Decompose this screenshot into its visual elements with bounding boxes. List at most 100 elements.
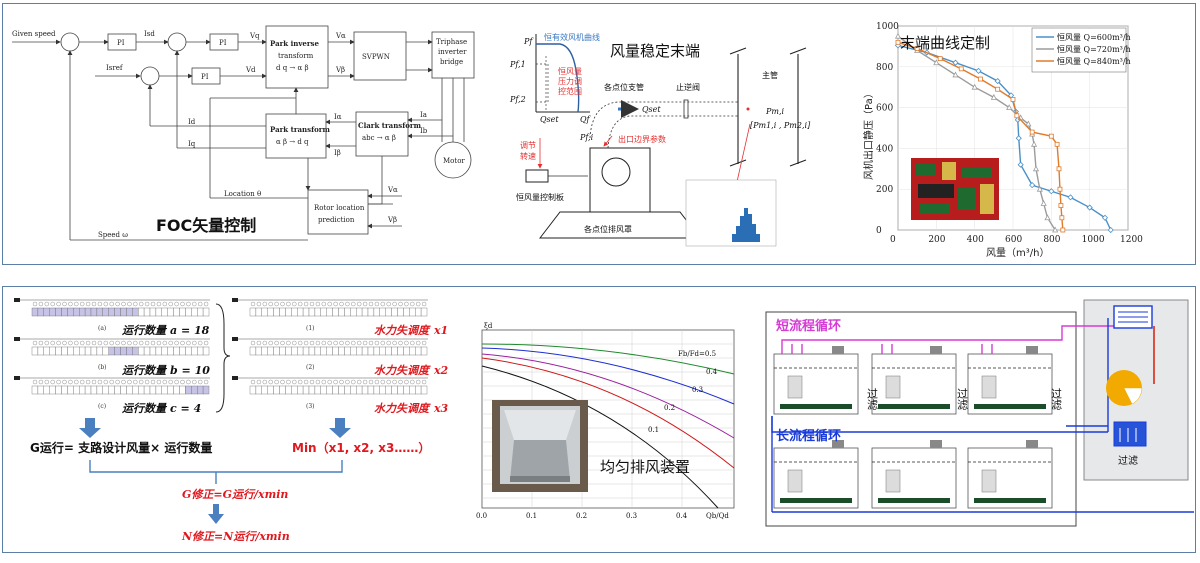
strip-valve-icon: [127, 340, 132, 346]
strip-cell: [308, 385, 316, 395]
strip-valve-icon: [327, 301, 332, 307]
strip-cell: [338, 385, 345, 395]
fan-terminal-diagram: Pf Pf,1 Pf,2 Qset Qf Pf,i Pm,i [Pm1,i , …: [509, 32, 811, 247]
strip-cell: [308, 307, 316, 317]
strip-valve-icon: [203, 340, 209, 346]
main-pipe-label: 主管: [762, 70, 778, 80]
strip-valve-icon: [368, 340, 374, 346]
strip-cell: [114, 385, 121, 395]
strip-cell: [320, 385, 327, 395]
strip-valve-icon: [262, 379, 268, 385]
strip-cell: [49, 307, 56, 317]
strip-valve-icon: [138, 379, 144, 385]
strip-valve-icon: [162, 379, 168, 385]
exhaust-title: 均匀排风装置: [600, 458, 690, 476]
strip-valve-icon: [303, 379, 309, 385]
strip-cell: [179, 346, 186, 356]
strip-cell: [102, 346, 109, 356]
strip-cell: [385, 307, 392, 317]
svpwn-label: SVPWN: [362, 53, 390, 61]
n-correction: N修正=N运行/xmin: [181, 530, 290, 543]
strip-valve-icon: [280, 340, 285, 346]
strip-valve-icon: [192, 301, 197, 307]
hood-label: 各点位排风罩: [584, 224, 632, 234]
strip-valve-icon: [79, 379, 85, 385]
strip-valve-icon: [262, 340, 268, 346]
motor-symbol: [434, 141, 472, 179]
strip-cell: [391, 385, 398, 395]
strip-cell: [55, 307, 62, 317]
strip-cell: [137, 346, 145, 356]
exhaust-chart: Fb/Fd=0.5 0.4 0.3 0.2 0.1 ξd Qb/Qd 0.0 0…: [476, 322, 735, 520]
strip-valve-icon: [386, 340, 391, 346]
strip-cell: [409, 385, 416, 395]
strip-cell: [37, 385, 44, 395]
strip-cell: [202, 385, 210, 395]
running-count-a-label: 运行数量: [122, 324, 168, 337]
strip-cell: [302, 307, 310, 317]
strip-valve-icon: [380, 301, 385, 307]
terminal-point: [1059, 215, 1065, 221]
circulation-diagram: 过滤 短流程循环 长流程循环 过滤 过滤 过滤: [765, 299, 1194, 527]
room-floor: [780, 498, 852, 503]
strip-valve-icon: [174, 301, 179, 307]
strip-cell: [202, 346, 210, 356]
strip-valve-icon: [345, 340, 350, 346]
strip-cell: [73, 307, 80, 317]
strip-valve-icon: [351, 379, 356, 385]
strip-valve-icon: [150, 301, 156, 307]
hydraulic-x2-label: 水力失调度: [374, 364, 431, 377]
strip-valve-icon: [256, 340, 262, 346]
strip-valve-icon: [150, 379, 156, 385]
terminal-xlabel: 风量（m³/h）: [986, 247, 1049, 258]
strip-valve-icon: [286, 379, 291, 385]
rotor-line2: prediction: [318, 216, 355, 224]
strip-cell: [161, 307, 168, 317]
room-fan-unit: [832, 346, 844, 354]
strip-cell: [261, 346, 268, 356]
g-correction: G修正=G运行/xmin: [182, 488, 288, 501]
range-line1: 恒风量: [558, 66, 582, 76]
sub-2: (2): [306, 364, 315, 371]
strip-valve-icon: [333, 379, 338, 385]
strip-valve-icon: [421, 301, 427, 307]
terminal-xtick: 200: [928, 235, 945, 245]
rotor-line1: Rotor location: [314, 204, 365, 212]
strip-fan-icon: [232, 337, 238, 341]
strip-cell: [96, 346, 104, 356]
strip-valve-icon: [410, 301, 415, 307]
strip-cell: [67, 346, 74, 356]
strip-valve-icon: [127, 379, 132, 385]
strip-cell: [361, 385, 369, 395]
sub-b: (b): [98, 364, 107, 371]
strip-cell: [96, 385, 104, 395]
terminal-point: [1029, 182, 1036, 189]
terminal-point: [958, 66, 964, 72]
terminal-point: [990, 93, 997, 100]
strip-cell: [361, 307, 369, 317]
strip-valve-icon: [298, 301, 303, 307]
strip-cell: [356, 385, 363, 395]
exhaust-xtick-3: 0.3: [626, 512, 637, 520]
strip-valve-icon: [292, 301, 297, 307]
strip-cell: [420, 307, 428, 317]
exhaust-xtick-2: 0.2: [576, 512, 587, 520]
strip-valve-icon: [327, 340, 332, 346]
strip-cell: [73, 385, 80, 395]
exhaust-curve-0.3: [481, 353, 735, 439]
strip-valve-icon: [398, 340, 403, 346]
curve-label-0.3: 0.3: [692, 386, 703, 394]
strip-valve-icon: [321, 340, 326, 346]
strip-cell: [84, 346, 92, 356]
strip-valve-icon: [386, 301, 391, 307]
strip-valve-icon: [339, 340, 344, 346]
strip-valve-icon: [180, 340, 185, 346]
strip-cell: [96, 307, 104, 317]
terminal-point: [952, 71, 959, 78]
strip-cell: [149, 346, 157, 356]
strip-fan-icon: [232, 298, 238, 302]
strip-valve-icon: [109, 340, 114, 346]
strip-cell: [373, 385, 380, 395]
strip-valve-icon: [50, 340, 55, 346]
